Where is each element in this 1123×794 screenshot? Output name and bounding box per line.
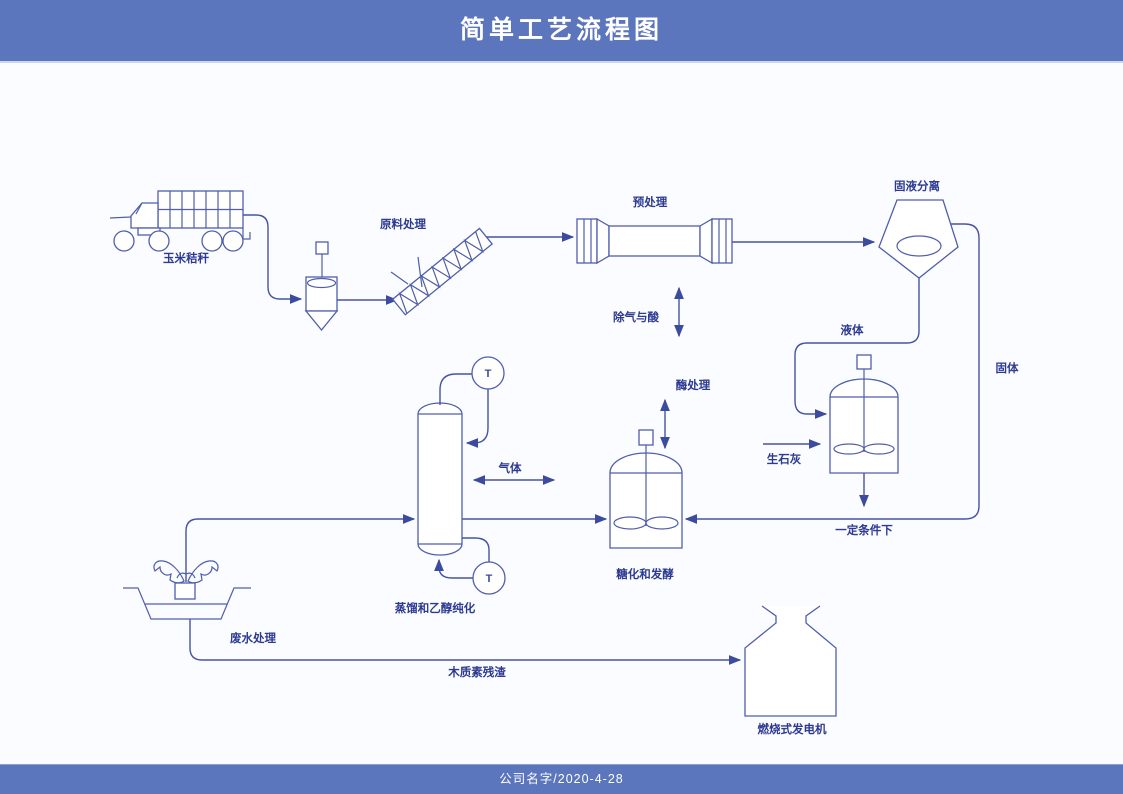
vessel-right-cap-lines bbox=[718, 219, 727, 263]
column-top-return-line bbox=[465, 389, 489, 448]
fermenter-motor-box bbox=[638, 429, 654, 446]
vessel-left-taper bbox=[596, 217, 610, 265]
fountain-spray-right bbox=[187, 560, 219, 584]
page-title: 简单工艺流程图 bbox=[459, 16, 663, 44]
separator-pentagon bbox=[878, 199, 959, 279]
fermenter[interactable] bbox=[609, 429, 683, 549]
label-corn-stalks: 玉米秸秆 bbox=[163, 251, 209, 265]
temp-indicator-circle bbox=[472, 561, 506, 595]
temp-indicator-letter: T bbox=[485, 368, 492, 380]
hopper-vessel bbox=[305, 276, 338, 312]
separator-bowl bbox=[896, 235, 942, 257]
truck-wheel bbox=[148, 230, 170, 252]
label-solid: 固体 bbox=[996, 361, 1019, 375]
column-top-sensor-line bbox=[439, 373, 472, 405]
basin-outline bbox=[123, 587, 251, 620]
conveyor-intake-chute bbox=[390, 256, 423, 288]
label-generator: 燃烧式发电机 bbox=[757, 722, 827, 736]
lime-tank[interactable] bbox=[829, 354, 899, 474]
label-enzyme: 酶处理 bbox=[676, 378, 711, 392]
vessel-body bbox=[608, 225, 701, 257]
fermenter-impeller bbox=[645, 516, 679, 530]
conveyor-tube bbox=[391, 227, 494, 316]
temp-indicator-bottom[interactable]: T bbox=[472, 561, 506, 595]
column-bottom-return-line bbox=[434, 558, 473, 579]
temp-indicator-letter: T bbox=[486, 573, 493, 585]
solid-liquid-separator[interactable] bbox=[878, 199, 959, 279]
wastewater-fountain[interactable] bbox=[123, 560, 251, 620]
hopper-funnel bbox=[304, 310, 339, 332]
label-liquid: 液体 bbox=[841, 323, 864, 337]
fountain-base-box bbox=[174, 582, 196, 600]
truck-front-bumper bbox=[109, 216, 132, 219]
truck-windshield bbox=[135, 202, 143, 215]
lime-tank-motor-box bbox=[856, 354, 872, 370]
label-pretreatment: 预处理 bbox=[633, 195, 668, 209]
flow-liquid-to-lime-tank bbox=[794, 247, 920, 419]
mixing-hopper[interactable] bbox=[304, 241, 339, 332]
footer-text: 公司名字/2020-4-28 bbox=[499, 772, 624, 786]
truck-wheel bbox=[113, 230, 135, 252]
truck-wheel bbox=[222, 230, 244, 252]
column-body bbox=[417, 402, 463, 556]
truck-rear-hitch bbox=[242, 228, 251, 240]
fountain-spray-left bbox=[153, 560, 185, 584]
fountain-spray-center bbox=[176, 572, 196, 579]
footer-banner: 公司名字/2020-4-28 bbox=[0, 764, 1123, 794]
truck-cab bbox=[130, 202, 159, 229]
label-wastewater: 废水处理 bbox=[230, 631, 276, 645]
conveyor-screw-zigzag bbox=[398, 231, 484, 314]
label-separation: 固液分离 bbox=[894, 179, 940, 193]
column-bottom-sensor-line bbox=[462, 537, 490, 562]
label-distillation: 蒸馏和乙醇纯化 bbox=[395, 601, 476, 615]
lime-tank-impeller bbox=[863, 443, 895, 455]
screw-conveyor[interactable] bbox=[390, 227, 494, 316]
vessel-right-taper bbox=[699, 217, 713, 265]
flow-wastewater-to-column bbox=[185, 514, 416, 582]
label-raw-processing: 原料处理 bbox=[380, 217, 426, 231]
vessel-right-cap bbox=[711, 218, 733, 264]
temp-indicator-circle bbox=[471, 356, 505, 390]
label-lignin: 木质素残渣 bbox=[447, 665, 506, 679]
label-degas-acid: 除气与酸 bbox=[613, 310, 659, 324]
hopper-motor-box bbox=[315, 241, 329, 255]
title-banner: 简单工艺流程图 bbox=[0, 0, 1123, 63]
label-fermentation: 糖化和发酵 bbox=[616, 567, 674, 581]
distillation-column[interactable] bbox=[417, 402, 463, 556]
truck-cargo-grid bbox=[158, 191, 243, 228]
flow-truck-to-hopper bbox=[243, 214, 303, 304]
hopper-liquid-surface bbox=[306, 277, 337, 289]
flow-solid-to-fermenter bbox=[684, 223, 980, 524]
generator-bottle[interactable] bbox=[744, 605, 837, 717]
label-condition: 一定条件下 bbox=[835, 523, 893, 537]
vessel-left-cap-lines bbox=[583, 219, 592, 263]
generator-body bbox=[744, 605, 837, 717]
truck-corn-stalks[interactable] bbox=[109, 190, 251, 252]
vessel-left-cap bbox=[576, 218, 598, 264]
pretreatment-vessel[interactable] bbox=[576, 217, 733, 265]
truck-wheel bbox=[201, 230, 223, 252]
flow-lignin-to-generator bbox=[189, 619, 742, 665]
label-quicklime: 生石灰 bbox=[767, 452, 802, 466]
temp-indicator-top[interactable]: T bbox=[471, 356, 505, 390]
label-gas: 气体 bbox=[498, 461, 522, 475]
